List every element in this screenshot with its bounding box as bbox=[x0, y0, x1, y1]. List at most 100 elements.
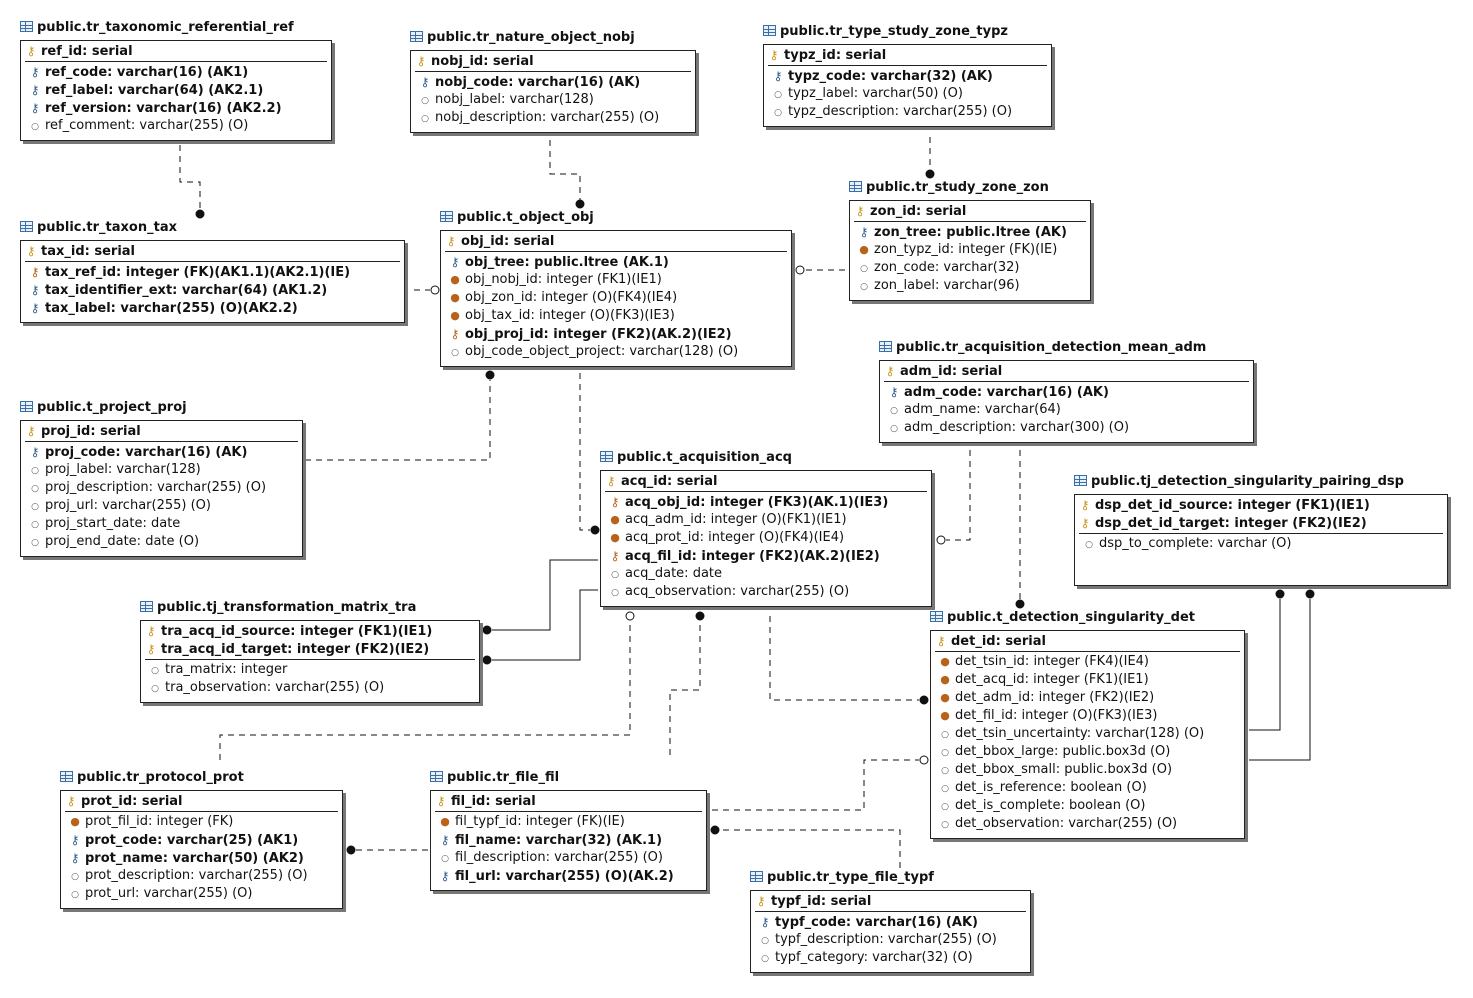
attribute-row[interactable]: ○nobj_description: varchar(255) (O) bbox=[417, 109, 691, 127]
attribute-row[interactable]: ●det_fil_id: integer (O)(FK3)(IE3) bbox=[937, 707, 1240, 725]
attribute-row[interactable]: ⚷tra_acq_id_source: integer (FK1)(IE1) bbox=[145, 622, 475, 640]
attribute-row[interactable]: ○proj_url: varchar(255) (O) bbox=[27, 497, 298, 515]
attribute-row[interactable]: ○zon_label: varchar(96) bbox=[856, 277, 1086, 295]
attribute-row[interactable]: ○dsp_to_complete: varchar (O) bbox=[1081, 535, 1443, 553]
attribute-row[interactable]: ○prot_url: varchar(255) (O) bbox=[67, 885, 338, 903]
attribute-row[interactable]: ●acq_prot_id: integer (O)(FK4)(IE4) bbox=[607, 529, 927, 547]
attribute-row[interactable]: ⚷nobj_id: serial bbox=[415, 52, 691, 70]
attribute-row[interactable]: ⚷fil_id: serial bbox=[435, 792, 702, 810]
attribute-row[interactable]: ○zon_code: varchar(32) bbox=[856, 259, 1086, 277]
attribute-row[interactable]: ⚷det_id: serial bbox=[935, 632, 1240, 650]
attribute-row[interactable]: ⚷obj_proj_id: integer (FK2)(AK.2)(IE2) bbox=[447, 325, 787, 343]
entity-name: public.tr_acquisition_detection_mean_adm bbox=[896, 340, 1207, 355]
attribute-row[interactable]: ○acq_date: date bbox=[607, 565, 927, 583]
attribute-row[interactable]: ○typf_category: varchar(32) (O) bbox=[757, 949, 1026, 967]
relationship-line bbox=[669, 621, 701, 755]
attribute-row[interactable]: ○det_bbox_small: public.box3d (O) bbox=[937, 761, 1240, 779]
attribute-row[interactable]: ●det_acq_id: integer (FK1)(IE1) bbox=[937, 671, 1240, 689]
attribute-row[interactable]: ○nobj_label: varchar(128) bbox=[417, 91, 691, 109]
attribute-row[interactable]: ○ref_comment: varchar(255) (O) bbox=[27, 117, 327, 135]
attribute-row[interactable]: ⚷ref_code: varchar(16) (AK1) bbox=[27, 63, 327, 81]
entity-t-project-proj[interactable]: public.t_project_proj⚷proj_id: serial⚷pr… bbox=[20, 400, 303, 557]
attribute-row[interactable]: ○det_tsin_uncertainty: varchar(128) (O) bbox=[937, 725, 1240, 743]
attribute-row[interactable]: ○proj_description: varchar(255) (O) bbox=[27, 479, 298, 497]
entity-title: public.t_object_obj bbox=[440, 208, 594, 228]
entity-tr-type-study-zone-typz[interactable]: public.tr_type_study_zone_typz⚷typz_id: … bbox=[763, 24, 1052, 127]
attribute-text: det_tsin_id: integer (FK4)(IE4) bbox=[955, 654, 1149, 669]
entity-tr-acquisition-detection-mean-adm[interactable]: public.tr_acquisition_detection_mean_adm… bbox=[879, 340, 1254, 443]
attribute-row[interactable]: ⚷zon_id: serial bbox=[854, 202, 1086, 220]
attribute-row[interactable]: ○acq_observation: varchar(255) (O) bbox=[607, 583, 927, 601]
attribute-row[interactable]: ⚷ref_version: varchar(16) (AK2.2) bbox=[27, 99, 327, 117]
entity-tr-taxon-tax[interactable]: public.tr_taxon_tax⚷tax_id: serial⚷tax_r… bbox=[20, 220, 405, 323]
attribute-row[interactable]: ⚷dsp_det_id_source: integer (FK1)(IE1) bbox=[1079, 496, 1443, 514]
attribute-row[interactable]: ⚷acq_fil_id: integer (FK2)(AK.2)(IE2) bbox=[607, 547, 927, 565]
attribute-row[interactable]: ○tra_matrix: integer bbox=[147, 661, 475, 679]
attribute-row[interactable]: ⚷typz_code: varchar(32) (AK) bbox=[770, 67, 1047, 85]
attribute-row[interactable]: ⚷prot_id: serial bbox=[65, 792, 338, 810]
attribute-row[interactable]: ⚷prot_code: varchar(25) (AK1) bbox=[67, 831, 338, 849]
attribute-row[interactable]: ●prot_fil_id: integer (FK) bbox=[67, 813, 338, 831]
entity-tj-transformation-matrix-tra[interactable]: public.tj_transformation_matrix_tra⚷tra_… bbox=[140, 600, 480, 703]
attribute-row[interactable]: ○prot_description: varchar(255) (O) bbox=[67, 867, 338, 885]
attribute-row[interactable]: ●det_tsin_id: integer (FK4)(IE4) bbox=[937, 653, 1240, 671]
entity-t-acquisition-acq[interactable]: public.t_acquisition_acq⚷acq_id: serial⚷… bbox=[600, 450, 932, 607]
entity-t-detection-singularity-det[interactable]: public.t_detection_singularity_det⚷det_i… bbox=[930, 610, 1245, 839]
attribute-row[interactable]: ⚷ref_id: serial bbox=[25, 42, 327, 60]
attribute-row[interactable]: ○adm_name: varchar(64) bbox=[886, 401, 1249, 419]
attribute-row[interactable]: ○det_observation: varchar(255) (O) bbox=[937, 815, 1240, 833]
entity-tr-file-fil[interactable]: public.tr_file_fil⚷fil_id: serial●fil_ty… bbox=[430, 770, 707, 891]
entity-tr-study-zone-zon[interactable]: public.tr_study_zone_zon⚷zon_id: serial⚷… bbox=[849, 180, 1091, 301]
attribute-row[interactable]: ○det_is_reference: boolean (O) bbox=[937, 779, 1240, 797]
attribute-row[interactable]: ⚷zon_tree: public.ltree (AK) bbox=[856, 223, 1086, 241]
attribute-row[interactable]: ⚷obj_tree: public.ltree (AK.1) bbox=[447, 253, 787, 271]
attribute-row[interactable]: ●det_adm_id: integer (FK2)(IE2) bbox=[937, 689, 1240, 707]
attribute-row[interactable]: ●obj_nobj_id: integer (FK1)(IE1) bbox=[447, 271, 787, 289]
attribute-row[interactable]: ⚷acq_obj_id: integer (FK3)(AK.1)(IE3) bbox=[607, 493, 927, 511]
attribute-row[interactable]: ⚷tra_acq_id_target: integer (FK2)(IE2) bbox=[145, 640, 475, 658]
attribute-row[interactable]: ●zon_typz_id: integer (FK)(IE) bbox=[856, 241, 1086, 259]
attribute-row[interactable]: ○obj_code_object_project: varchar(128) (… bbox=[447, 343, 787, 361]
attribute-row[interactable]: ●obj_zon_id: integer (O)(FK4)(IE4) bbox=[447, 289, 787, 307]
entity-tj-detection-singularity-pairing-dsp[interactable]: public.tj_detection_singularity_pairing_… bbox=[1074, 474, 1448, 586]
attribute-row[interactable]: ○fil_description: varchar(255) (O) bbox=[437, 849, 702, 867]
attribute-row[interactable]: ⚷tax_id: serial bbox=[25, 242, 400, 260]
entity-tr-type-file-typf[interactable]: public.tr_type_file_typf⚷typf_id: serial… bbox=[750, 870, 1031, 973]
attribute-row[interactable]: ○proj_end_date: date (O) bbox=[27, 533, 298, 551]
attribute-text: zon_code: varchar(32) bbox=[874, 260, 1020, 275]
attribute-row[interactable]: ○typf_description: varchar(255) (O) bbox=[757, 931, 1026, 949]
attribute-row[interactable]: ⚷typf_code: varchar(16) (AK) bbox=[757, 913, 1026, 931]
attribute-row[interactable]: ⚷fil_url: varchar(255) (O)(AK.2) bbox=[437, 867, 702, 885]
attribute-row[interactable]: ⚷adm_id: serial bbox=[884, 362, 1249, 380]
attribute-row[interactable]: ⚷ref_label: varchar(64) (AK2.1) bbox=[27, 81, 327, 99]
attribute-row[interactable]: ⚷tax_identifier_ext: varchar(64) (AK1.2) bbox=[27, 281, 400, 299]
entity-tr-protocol-prot[interactable]: public.tr_protocol_prot⚷prot_id: serial●… bbox=[60, 770, 343, 909]
attribute-row[interactable]: ⚷adm_code: varchar(16) (AK) bbox=[886, 383, 1249, 401]
attribute-row[interactable]: ⚷tax_ref_id: integer (FK)(AK1.1)(AK2.1)(… bbox=[27, 263, 400, 281]
attribute-row[interactable]: ⚷proj_code: varchar(16) (AK) bbox=[27, 443, 298, 461]
attribute-row[interactable]: ⚷typz_id: serial bbox=[768, 46, 1047, 64]
attribute-row[interactable]: ⚷tax_label: varchar(255) (O)(AK2.2) bbox=[27, 299, 400, 317]
attribute-row[interactable]: ⚷acq_id: serial bbox=[605, 472, 927, 490]
attribute-row[interactable]: ⚷proj_id: serial bbox=[25, 422, 298, 440]
attribute-row[interactable]: ●obj_tax_id: integer (O)(FK3)(IE3) bbox=[447, 307, 787, 325]
attribute-row[interactable]: ●fil_typf_id: integer (FK)(IE) bbox=[437, 813, 702, 831]
attribute-row[interactable]: ○proj_start_date: date bbox=[27, 515, 298, 533]
attribute-row[interactable]: ○typz_description: varchar(255) (O) bbox=[770, 103, 1047, 121]
attribute-row[interactable]: ⚷prot_name: varchar(50) (AK2) bbox=[67, 849, 338, 867]
attribute-row[interactable]: ⚷typf_id: serial bbox=[755, 892, 1026, 910]
attribute-row[interactable]: ⚷nobj_code: varchar(16) (AK) bbox=[417, 73, 691, 91]
entity-t-object-obj[interactable]: public.t_object_obj ⚷obj_id: serial ⚷obj_t… bbox=[440, 210, 792, 367]
attribute-row[interactable]: ○det_bbox_large: public.box3d (O) bbox=[937, 743, 1240, 761]
attribute-row[interactable]: ○tra_observation: varchar(255) (O) bbox=[147, 679, 475, 697]
attribute-row[interactable]: ⚷dsp_det_id_target: integer (FK2)(IE2) bbox=[1079, 514, 1443, 532]
attribute-row[interactable]: ●acq_adm_id: integer (O)(FK1)(IE1) bbox=[607, 511, 927, 529]
attribute-row[interactable]: ⚷obj_id: serial bbox=[445, 232, 787, 250]
attribute-row[interactable]: ○proj_label: varchar(128) bbox=[27, 461, 298, 479]
attribute-row[interactable]: ○det_is_complete: boolean (O) bbox=[937, 797, 1240, 815]
attribute-row[interactable]: ⚷fil_name: varchar(32) (AK.1) bbox=[437, 831, 702, 849]
entity-tr-taxonomic-referential-ref[interactable]: public.tr_taxonomic_referential_ref⚷ref_… bbox=[20, 20, 332, 141]
attribute-row[interactable]: ○typz_label: varchar(50) (O) bbox=[770, 85, 1047, 103]
entity-tr-nature-object-nobj[interactable]: public.tr_nature_object_nobj⚷nobj_id: se… bbox=[410, 30, 696, 133]
attribute-row[interactable]: ○adm_description: varchar(300) (O) bbox=[886, 419, 1249, 437]
